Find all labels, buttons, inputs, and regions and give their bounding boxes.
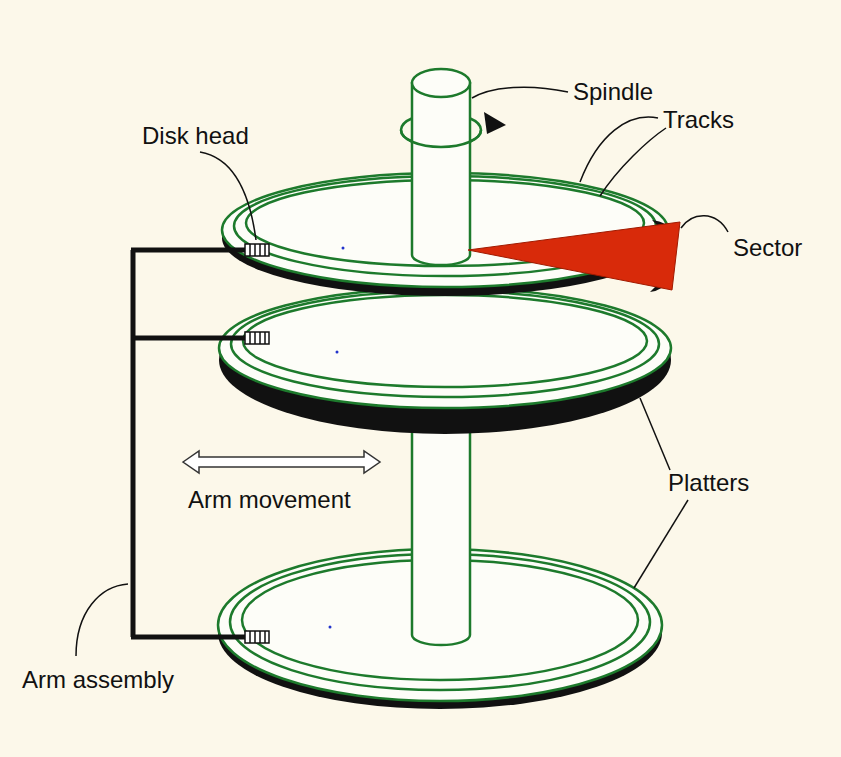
leader-line: [76, 584, 128, 656]
rotation-arrowhead: [484, 112, 506, 134]
spindle: [412, 83, 470, 265]
dot: [342, 247, 345, 250]
part-label: Platters: [668, 469, 749, 497]
spindle-top: [412, 69, 470, 97]
part-label: Arm movement: [188, 486, 351, 514]
part-label: Sector: [733, 234, 802, 262]
track-ring: [243, 295, 647, 387]
arm: [131, 635, 246, 640]
leader-lines: [76, 87, 728, 656]
leader-line: [634, 500, 688, 588]
arm-assembly: [131, 250, 246, 637]
head-body: [245, 631, 269, 643]
head-stripes: [250, 244, 265, 256]
platter: [219, 288, 671, 408]
disk-head: [245, 332, 269, 344]
leader-line: [200, 152, 256, 240]
rotation-ring: [401, 130, 481, 147]
head-body: [245, 244, 269, 256]
head-stripes: [250, 631, 265, 643]
double-arrow: [183, 451, 380, 473]
platter-shadow: [219, 286, 671, 434]
disk-head: [245, 244, 269, 256]
leader-line: [640, 398, 670, 470]
disk-head: [245, 631, 269, 643]
dot: [329, 626, 332, 629]
leader-line: [600, 128, 666, 196]
track-ring: [231, 291, 659, 397]
arm: [131, 336, 246, 341]
part-label: Spindle: [573, 78, 653, 106]
head-stripes: [250, 332, 265, 344]
spindle: [412, 420, 470, 645]
dot: [336, 351, 339, 354]
part-label: Tracks: [663, 106, 734, 134]
part-label: Disk head: [142, 122, 249, 150]
part-label: Arm assembly: [22, 666, 174, 694]
disk-heads: [245, 244, 269, 643]
sector-wedge: [468, 222, 680, 290]
arm-shaft: [131, 250, 136, 637]
disk-drawing: [218, 69, 671, 709]
arm: [131, 248, 246, 253]
leader-line: [580, 117, 658, 182]
leader-line: [681, 216, 728, 232]
leader-line: [472, 87, 568, 98]
head-body: [245, 332, 269, 344]
